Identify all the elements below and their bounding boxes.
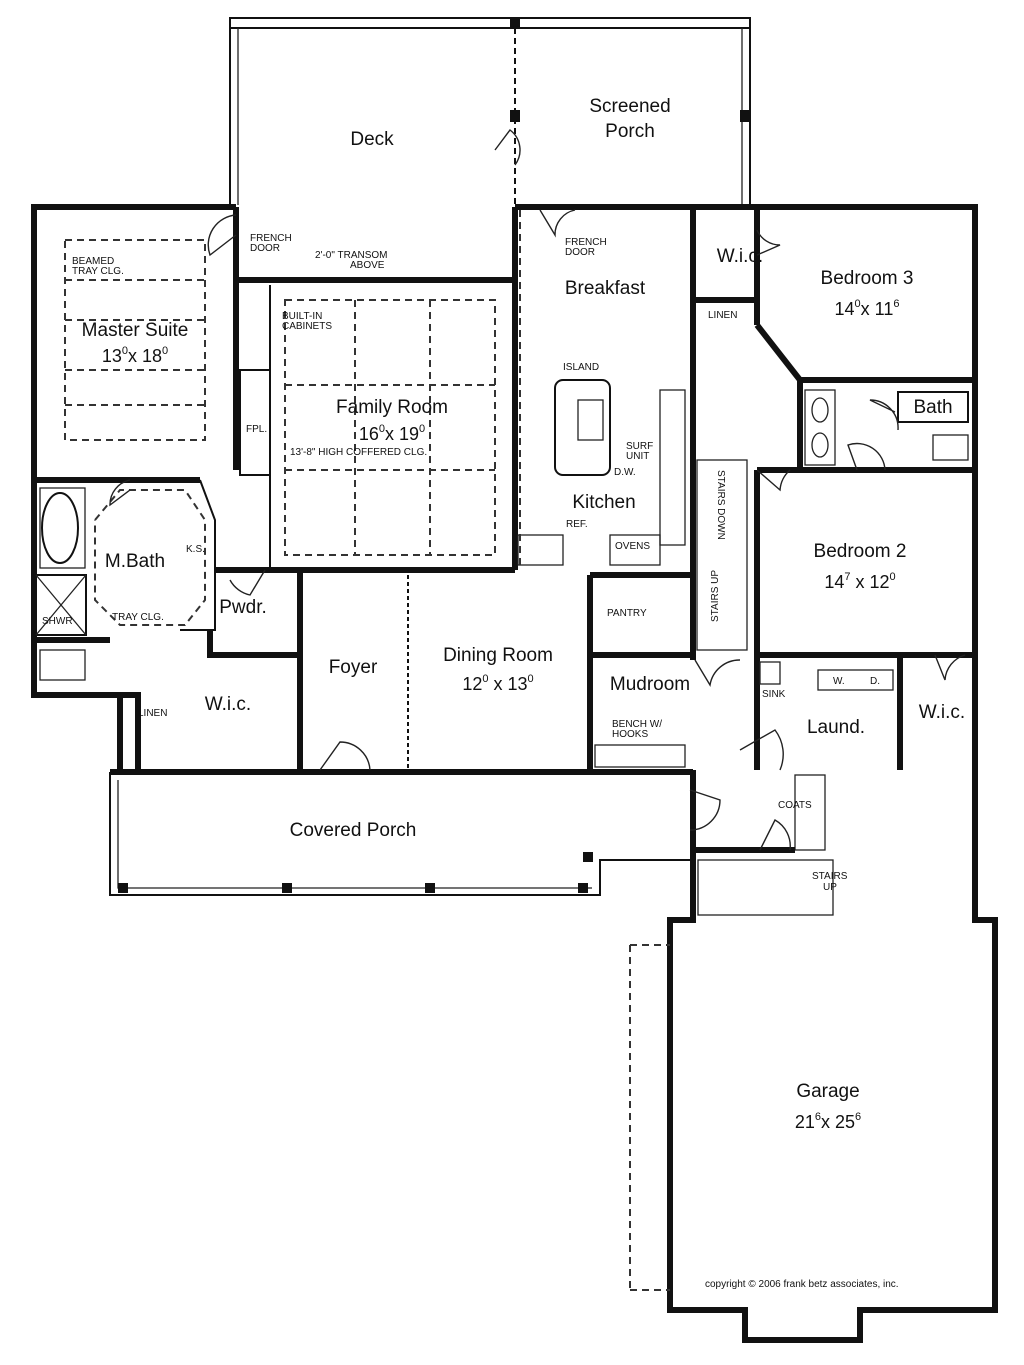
ref-note: REF.	[566, 519, 588, 530]
transom-note-2: ABOVE	[350, 260, 385, 271]
stairs-up-2-note-b: UP	[823, 882, 837, 893]
bench-note-1: BENCH W/	[612, 719, 662, 730]
bedroom2-dim: 147 x 120	[824, 571, 895, 592]
stairs-up-2-note-a: STAIRS	[812, 871, 848, 882]
bath-label: Bath	[913, 397, 952, 418]
doors	[109, 129, 966, 851]
linen-top-note: LINEN	[708, 310, 737, 321]
dining-room-dim: 120 x 130	[462, 673, 533, 694]
copyright-note: copyright © 2006 frank betz associates, …	[705, 1279, 899, 1290]
master-suite-dim: 130x 180	[102, 345, 168, 366]
breakfast-label: Breakfast	[565, 278, 646, 299]
surf-note-1: SURF	[626, 441, 653, 452]
washer-note: W.	[833, 676, 845, 687]
stairs-down-note: STAIRS DOWN	[715, 470, 726, 540]
bedroom3-dim: 140x 116	[835, 298, 900, 319]
dryer-note: D.	[870, 676, 880, 687]
shwr-note: SHWR	[42, 616, 73, 627]
garage-label: Garage	[796, 1081, 859, 1102]
linen-master-note: LINEN	[138, 708, 167, 719]
surf-note-2: UNIT	[626, 451, 649, 462]
pantry-note: PANTRY	[607, 608, 647, 619]
french-door-note-1a: FRENCH	[250, 233, 292, 244]
tray-clg-note: TRAY CLG.	[72, 266, 124, 277]
island-note: ISLAND	[563, 362, 599, 373]
porch-columns	[118, 852, 593, 893]
beamed-note: BEAMED	[72, 256, 114, 267]
french-door-note-1b: DOOR	[250, 243, 280, 254]
transom-note-1: 2'-0" TRANSOM	[315, 250, 388, 261]
wic-right-label: W.i.c.	[919, 702, 965, 723]
wic-top-label: W.i.c.	[717, 246, 763, 267]
deck-structure	[229, 17, 751, 205]
mbath-tray-note: TRAY CLG.	[112, 612, 164, 623]
screened-porch-label-2: Porch	[605, 121, 655, 142]
screened-porch-label-1: Screened	[589, 96, 670, 117]
ceiling-lines	[64, 210, 521, 626]
pwdr-label: Pwdr.	[219, 597, 267, 618]
ks-note: K.S.	[186, 544, 205, 555]
dw-note: D.W.	[614, 467, 636, 478]
dining-room-label: Dining Room	[443, 645, 553, 666]
deck-label: Deck	[350, 129, 394, 150]
coffered-note: 13'-8" HIGH COFFERED CLG.	[290, 447, 427, 458]
interior-walls	[34, 207, 975, 1291]
fpl-note: FPL.	[246, 424, 267, 435]
built-in-note-2: CABINETS	[282, 321, 332, 332]
coats-note: COATS	[778, 800, 812, 811]
french-door-note-2a: FRENCH	[565, 237, 607, 248]
sink-note: SINK	[762, 689, 786, 700]
bedroom2-label: Bedroom 2	[814, 541, 907, 562]
kitchen-label: Kitchen	[572, 492, 635, 513]
exterior-walls	[31, 204, 998, 1343]
wic-master-label: W.i.c.	[205, 694, 251, 715]
bedroom3-label: Bedroom 3	[821, 268, 914, 289]
family-room-label: Family Room	[336, 397, 448, 418]
built-in-note-1: BUILT-IN	[282, 311, 322, 322]
bench-note-2: HOOKS	[612, 729, 648, 740]
garage-dim: 216x 256	[795, 1111, 861, 1132]
ovens-note: OVENS	[615, 541, 650, 552]
french-door-note-2b: DOOR	[565, 247, 595, 258]
family-room-dim: 160x 190	[359, 423, 425, 444]
laund-label: Laund.	[807, 717, 865, 738]
mbath-label: M.Bath	[105, 551, 165, 572]
stairs-up-note: STAIRS UP	[710, 570, 721, 622]
mudroom-label: Mudroom	[610, 674, 690, 695]
covered-porch-label: Covered Porch	[290, 820, 417, 841]
master-suite-label: Master Suite	[82, 320, 189, 341]
foyer-label: Foyer	[329, 657, 378, 678]
